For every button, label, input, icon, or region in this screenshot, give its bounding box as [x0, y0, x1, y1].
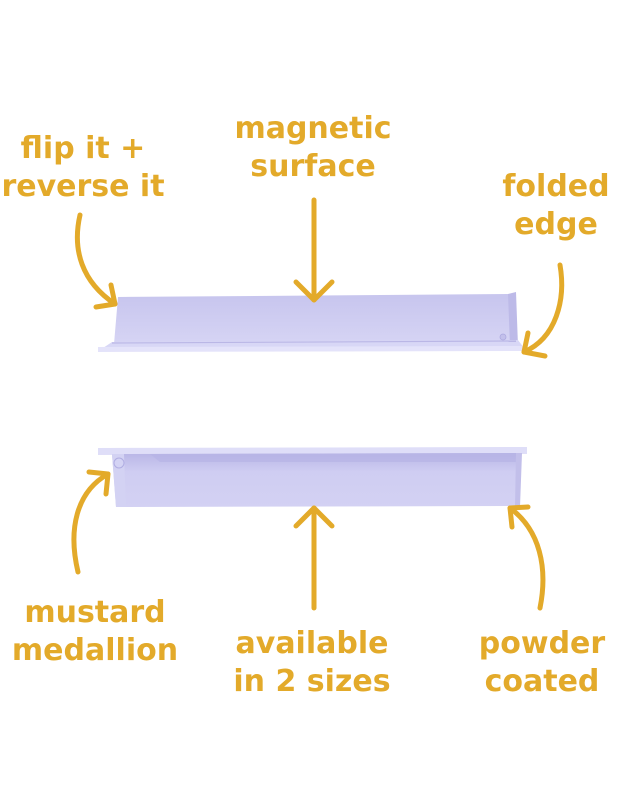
callout-magnetic-line2: surface	[250, 149, 376, 184]
arrow-powder	[507, 504, 546, 611]
mustard-medallion-dot	[113, 457, 125, 469]
callout-folded-line1: folded	[502, 169, 610, 204]
callout-mustard-line2: medallion	[11, 633, 179, 668]
shelf-top	[98, 292, 526, 352]
callout-available-line1: available	[235, 626, 389, 661]
callout-magnetic-line1: magnetic	[234, 111, 392, 146]
callout-powder-line1: powder	[478, 626, 606, 661]
shelf-top-back-wall	[114, 294, 514, 344]
callout-folded: folded edge	[488, 168, 624, 244]
shelf-top-screw-hole	[499, 333, 507, 341]
callout-mustard-line1: mustard	[24, 595, 166, 630]
arrow-flip	[74, 212, 118, 310]
arrow-folded	[521, 262, 565, 359]
callout-available: available in 2 sizes	[212, 625, 412, 701]
shelf-bottom-top-plate	[98, 447, 527, 455]
callout-powder: powder coated	[462, 625, 622, 701]
callout-available-line2: in 2 sizes	[233, 664, 391, 699]
callout-flip-line1: flip it +	[20, 131, 146, 166]
callout-magnetic: magnetic surface	[218, 110, 408, 186]
arrow-magnetic	[293, 197, 335, 303]
callout-flip: flip it + reverse it	[0, 130, 166, 206]
callout-powder-line2: coated	[484, 664, 600, 699]
arrow-available	[293, 505, 335, 611]
callout-mustard: mustard medallion	[0, 594, 190, 670]
shelf-top-front-lip	[98, 346, 526, 352]
arrow-mustard	[71, 469, 111, 575]
shelf-bottom	[98, 447, 527, 507]
callout-flip-line2: reverse it	[1, 169, 165, 204]
shelf-top-folded-edge	[508, 292, 518, 346]
shelf-bottom-body	[112, 453, 520, 507]
callout-folded-line2: edge	[514, 207, 598, 242]
